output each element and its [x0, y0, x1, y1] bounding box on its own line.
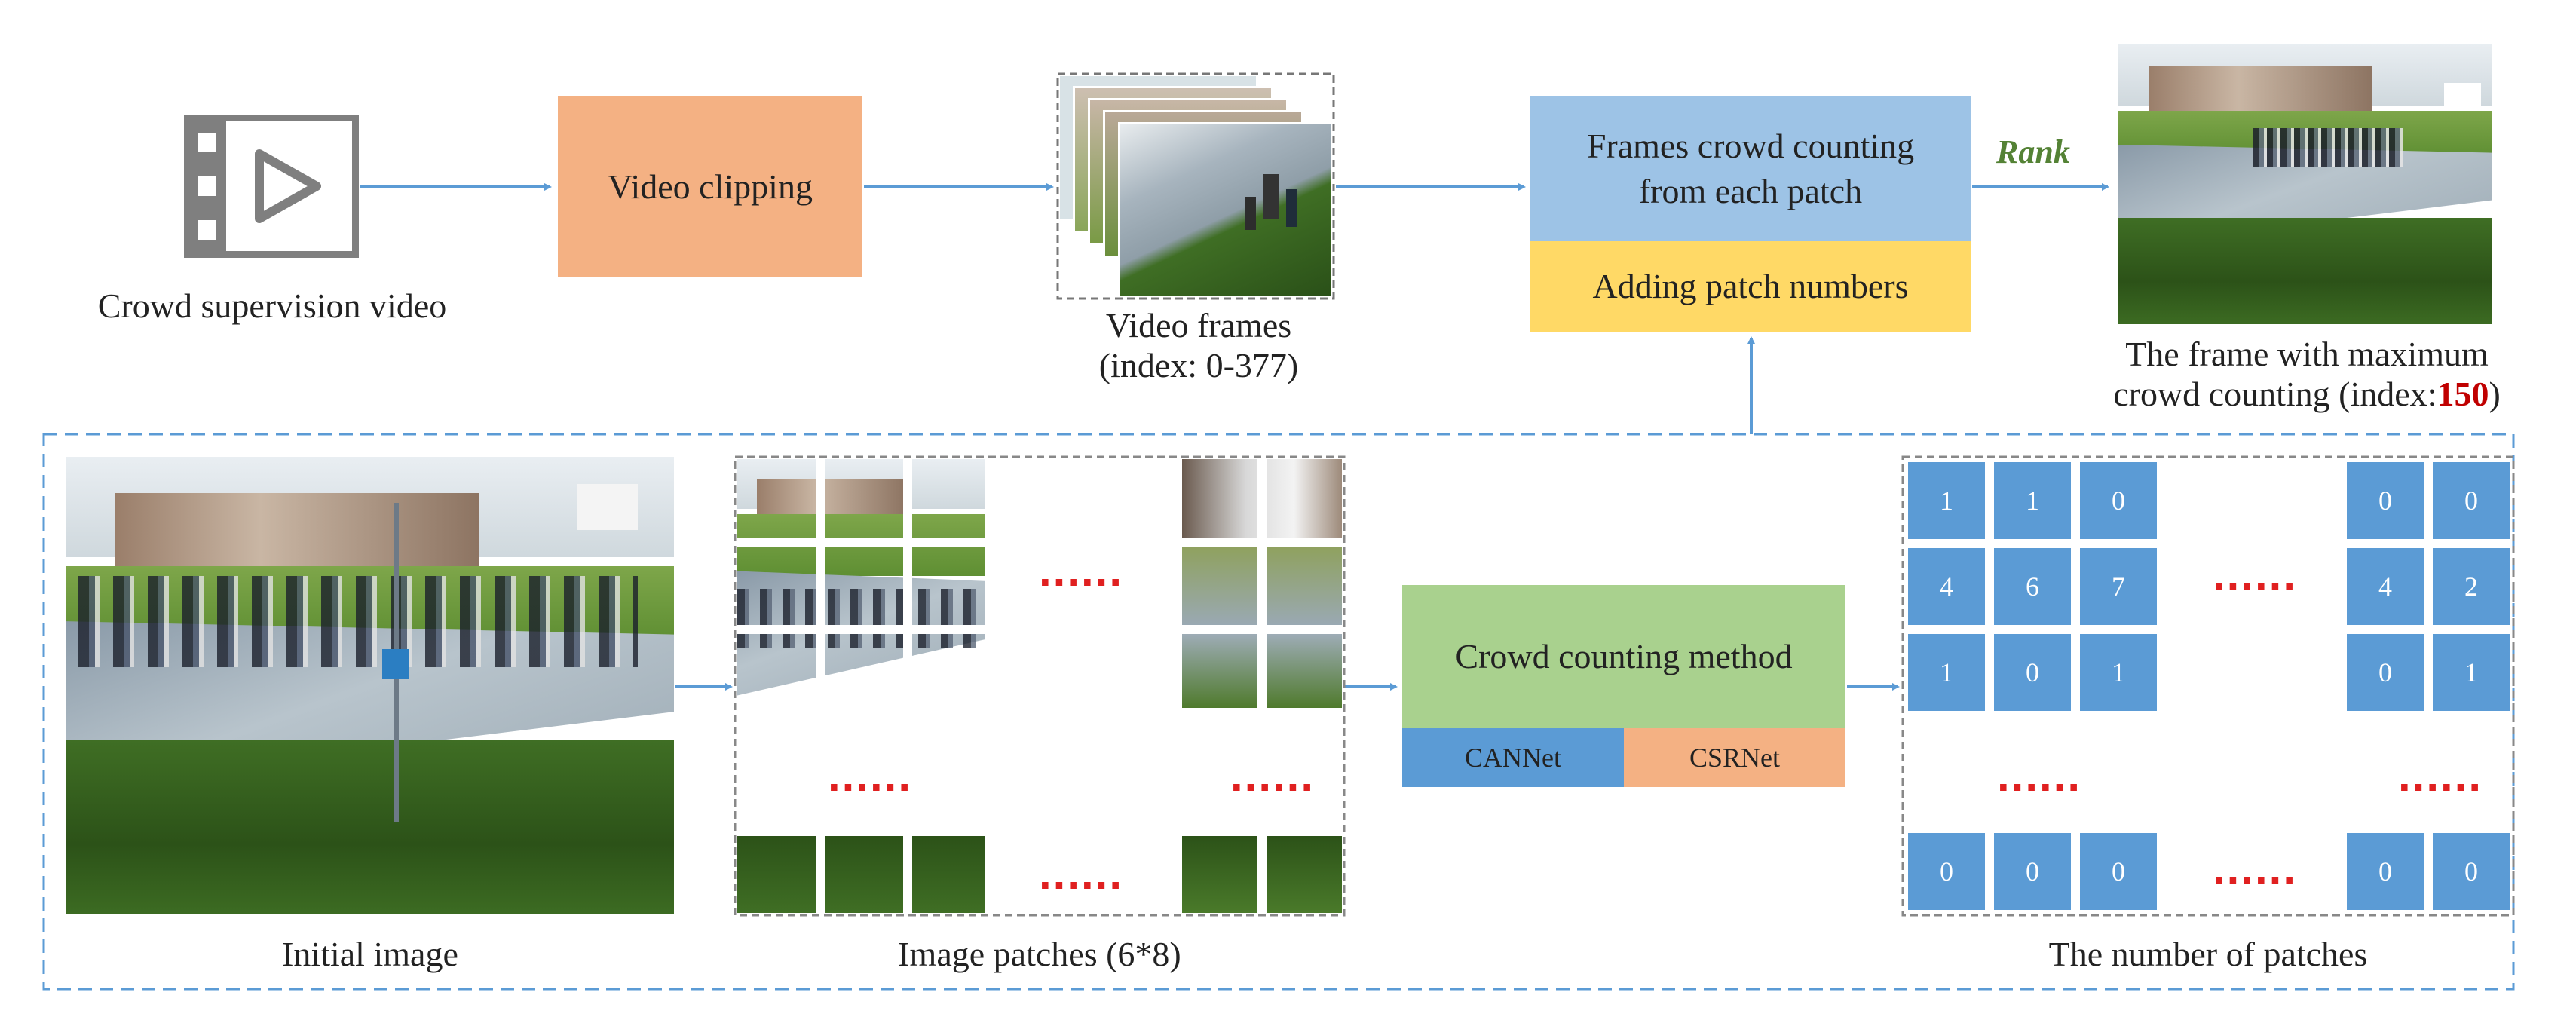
count-cell: 1 [1908, 634, 1985, 711]
numbers-border [1901, 455, 2515, 917]
count-cell: 2 [2433, 548, 2510, 625]
count-cell: 1 [1994, 462, 2071, 539]
count-cell: 0 [2347, 833, 2424, 910]
count-cell: 0 [2347, 462, 2424, 539]
max-frame-line1: The frame with maximum [2125, 335, 2489, 373]
count-cell: 1 [2080, 634, 2157, 711]
csrnet-box: CSRNet [1624, 728, 1845, 787]
patches-border [734, 455, 1346, 917]
count-cell: 7 [2080, 548, 2157, 625]
initial-image-label: Initial image [282, 935, 458, 973]
count-cell: 0 [2080, 462, 2157, 539]
image-patches: ...... ...... ...... ...... [737, 459, 1342, 913]
count-cell: 0 [1908, 833, 1985, 910]
video-play-icon [183, 114, 360, 259]
video-frames-label: Video frames (index: 0-377) [1040, 306, 1357, 386]
crowd-video-label: Crowd supervision video [97, 286, 447, 325]
patches-ellipsis-mid-left: ...... [828, 750, 913, 801]
initial-image [66, 457, 674, 914]
video-frames-title: Video frames [1105, 306, 1292, 345]
video-clipping-box: Video clipping [558, 96, 862, 277]
adding-patch-box: Adding patch numbers [1530, 241, 1971, 332]
num-patches-label: The number of patches [2048, 935, 2368, 973]
count-cell: 0 [2080, 833, 2157, 910]
patches-ellipsis-top: ...... [1039, 545, 1124, 596]
max-frame-close: ) [2489, 374, 2501, 413]
numbers-ellipsis-bottom: ...... [2213, 844, 2298, 894]
max-frame-line2: crowd counting (index:150) [2066, 375, 2548, 415]
crowd-method-box: Crowd counting method [1402, 585, 1845, 728]
count-cell: 6 [1994, 548, 2071, 625]
count-cell: 0 [2433, 833, 2510, 910]
patches-ellipsis-bottom: ...... [1039, 848, 1124, 899]
max-frame-text: crowd counting (index: [2113, 374, 2437, 413]
patches-ellipsis-mid-right: ...... [1230, 750, 1316, 801]
numbers-ellipsis-row2: ...... [2213, 550, 2298, 600]
numbers-ellipsis-mid-right: ...... [2398, 750, 2483, 801]
count-cell: 0 [2433, 462, 2510, 539]
image-patches-label: Image patches (6*8) [898, 935, 1181, 973]
video-frames-index: (index: 0-377) [1098, 345, 1299, 384]
numbers-ellipsis-mid-left: ...... [1997, 750, 2082, 801]
count-cell: 4 [1908, 548, 1985, 625]
frames-counting-box: Frames crowd counting from each patch [1530, 96, 1971, 241]
count-cell: 1 [1908, 462, 1985, 539]
cannet-box: CANNet [1402, 728, 1624, 787]
count-cell: 0 [1994, 634, 2071, 711]
frames-counting-line2: from each patch [1638, 172, 1863, 210]
video-frames-stack [1060, 76, 1331, 296]
bottom-dashed-frame [42, 433, 2515, 991]
patch-numbers-grid: 1 1 0 0 0 4 6 7 4 2 1 0 1 0 1 0 0 0 0 0 … [1905, 459, 2511, 913]
frames-stack-border [1056, 72, 1335, 300]
count-cell: 4 [2347, 548, 2424, 625]
count-cell: 0 [2347, 634, 2424, 711]
max-frame-label: The frame with maximum crowd counting (i… [2066, 335, 2548, 415]
max-frame-index: 150 [2437, 374, 2489, 413]
count-cell: 0 [1994, 833, 2071, 910]
rank-label: Rank [1996, 133, 2070, 170]
count-cell: 1 [2433, 634, 2510, 711]
max-frame-image [2118, 44, 2492, 324]
frames-counting-line1: Frames crowd counting [1586, 127, 1915, 166]
